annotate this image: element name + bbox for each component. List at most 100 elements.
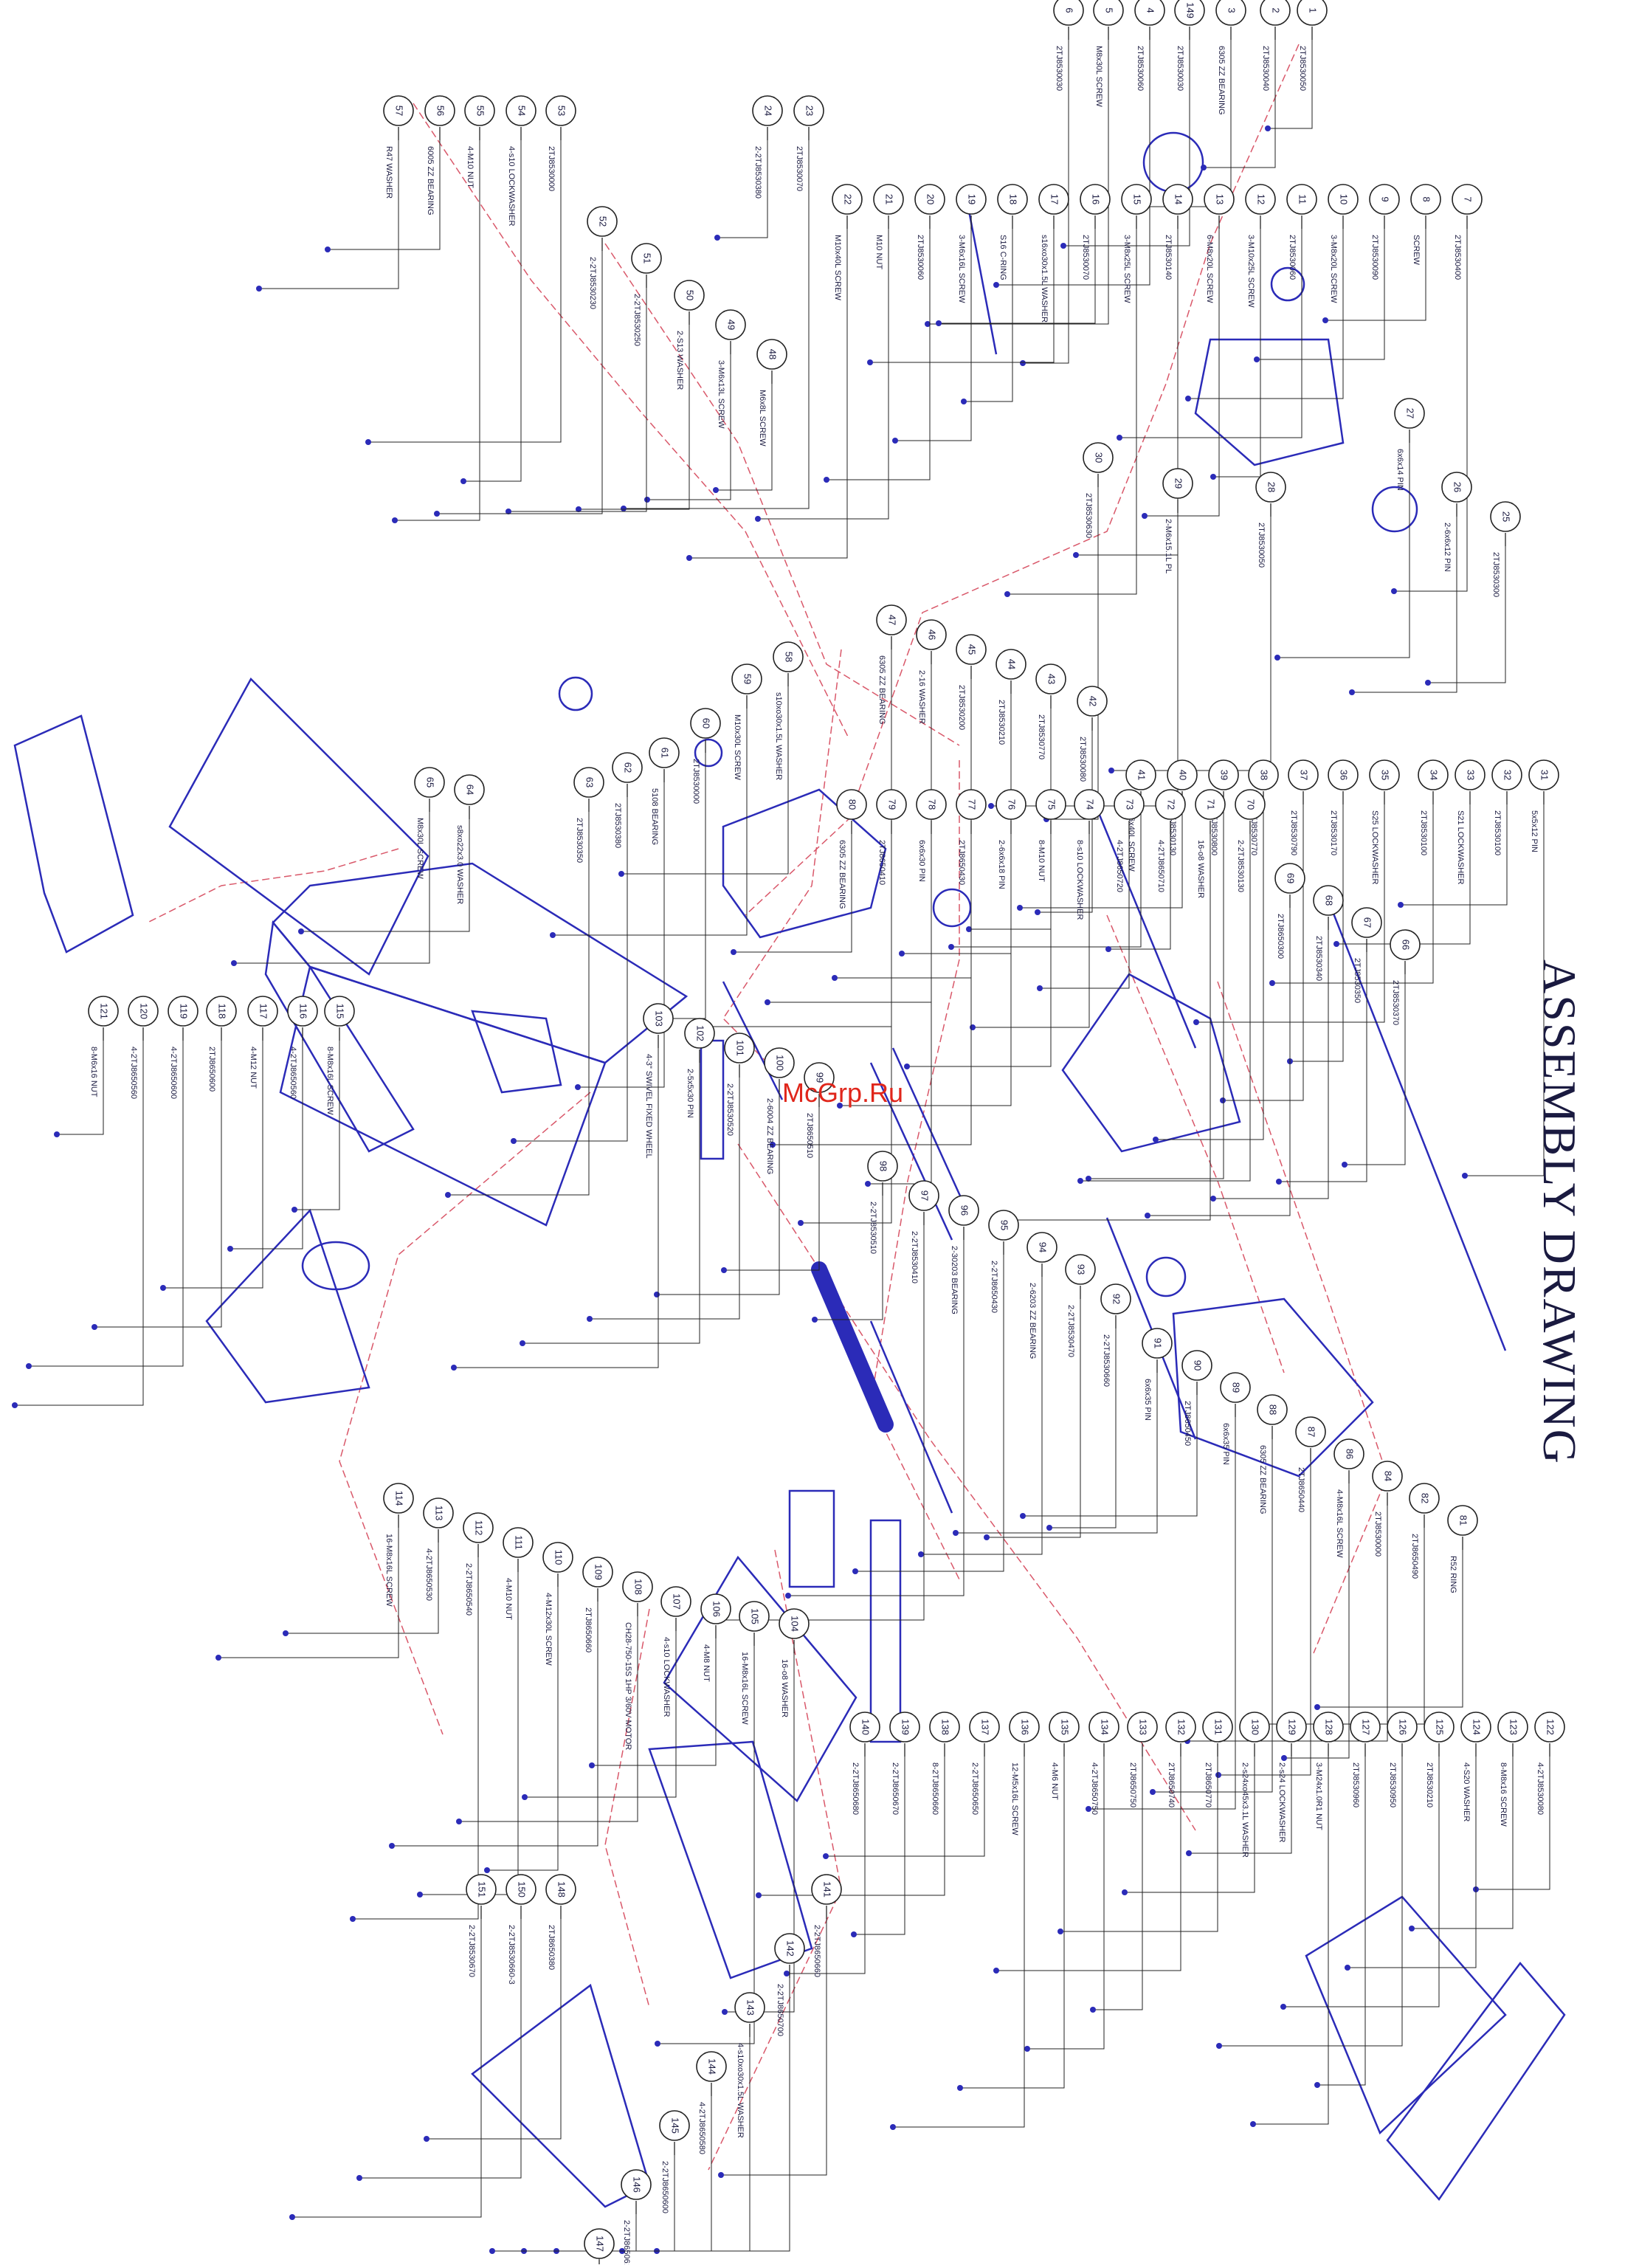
part-anchor-point [489, 2248, 495, 2254]
leader-line [657, 1092, 780, 1295]
leader-line [624, 140, 810, 509]
callout-number: 64 [465, 785, 476, 795]
callout-number: 88 [1268, 1404, 1279, 1415]
part-anchor-point [731, 949, 736, 955]
callout-part-label: 6305 ZZ BEARING [1217, 46, 1226, 115]
leader-line [1317, 1550, 1463, 1708]
blue-drive-roller-part [811, 1261, 894, 1433]
leader-line [788, 1240, 965, 1596]
callout-part-label: 5108 BEARING [650, 788, 659, 845]
leader-line [767, 664, 932, 1003]
part-anchor-point [925, 321, 931, 327]
callout-number: 130 [1250, 1719, 1261, 1735]
callout-part-label: 2-2TJ8650680 [851, 1762, 860, 1815]
callout-bubble [1394, 398, 1425, 429]
part-anchor-point [865, 1181, 871, 1187]
leader-line [294, 1041, 340, 1210]
part-anchor-point [957, 2085, 963, 2091]
callout-part-label: 2-2TJ8650670 [891, 1762, 900, 1815]
part-anchor-point [550, 932, 556, 938]
callout-bubble [545, 1874, 576, 1905]
callout-number: 33 [1466, 770, 1477, 780]
gear-b-part [558, 676, 593, 711]
callout-bubble [463, 1512, 494, 1543]
callout-number: 44 [1007, 659, 1018, 669]
leader-line [647, 354, 731, 500]
callout-bubble [660, 1586, 691, 1617]
part-anchor-point [1024, 2046, 1030, 2052]
callout-bubble [1155, 789, 1186, 820]
leader-line [218, 1528, 399, 1658]
part-anchor-point [1035, 909, 1041, 915]
callout-bubble [948, 1195, 979, 1226]
callout-bubble [1009, 1712, 1040, 1743]
leader-line [359, 1919, 522, 2179]
part-anchor-point [1322, 317, 1328, 323]
leader-line [1412, 1757, 1514, 1929]
callout-part-label: 8-M10 NUT [1037, 840, 1046, 882]
leader-line [395, 140, 480, 521]
callout-12: 123-M10x25L SCREW [1210, 184, 1276, 480]
part-anchor-point [1046, 1525, 1052, 1531]
callout-bubble [1195, 789, 1226, 820]
callout-number: 108 [633, 1579, 644, 1595]
callout-bubble [876, 789, 907, 820]
leader-line [1153, 1439, 1273, 1793]
callout-number: 5 [1104, 7, 1115, 13]
callout-55: 554-M10 NUT [392, 95, 495, 523]
belt-part [700, 1039, 725, 1160]
callout-part-label: 2TJ8530100 [1493, 810, 1502, 855]
callout-number: 71 [1206, 799, 1217, 810]
callout-number: 76 [1007, 799, 1018, 810]
callout-part-label: s8xo22x3.0 WASHER [455, 825, 464, 904]
callout-part-label: 2-2TJ8530510 [869, 1202, 877, 1254]
leader-line [928, 40, 1109, 325]
callout-bubble [168, 996, 199, 1027]
leader-line [939, 229, 1096, 324]
part-anchor-point [587, 1316, 593, 1322]
callout-bubble [1424, 1712, 1455, 1743]
callout-bubble [1202, 1712, 1233, 1743]
callout-number: 146 [632, 2176, 643, 2193]
callout-number: 58 [784, 652, 795, 662]
leader-line [1125, 1757, 1255, 1893]
leader-line [1013, 834, 1211, 1221]
part-anchor-point [1060, 243, 1066, 249]
callout-bubble [804, 1062, 835, 1093]
leader-line [1023, 40, 1069, 364]
callout-part-label: 4-S20 WASHER [1462, 1762, 1471, 1821]
callout-bubble [773, 641, 804, 672]
callout-number: 41 [1136, 770, 1148, 780]
callout-part-label: 3-M24x1.0R1 NUT [1314, 1762, 1323, 1830]
callout-number: 138 [940, 1719, 951, 1735]
leader-line [368, 140, 562, 443]
callout-part-label: 12-M5x16L SCREW [1010, 1762, 1019, 1836]
part-anchor-point [1220, 1097, 1226, 1103]
callout-part-label: 4-2TJ8650580 [697, 2102, 706, 2154]
callout-bubble [1204, 184, 1235, 215]
callout-part-label: 2TJ8530630 [1084, 493, 1093, 538]
part-anchor-point [1333, 941, 1339, 947]
callout-part-label: 4-2TJ8650720 [1115, 840, 1124, 892]
callout-bubble [622, 1571, 653, 1602]
part-anchor-point [460, 478, 466, 484]
